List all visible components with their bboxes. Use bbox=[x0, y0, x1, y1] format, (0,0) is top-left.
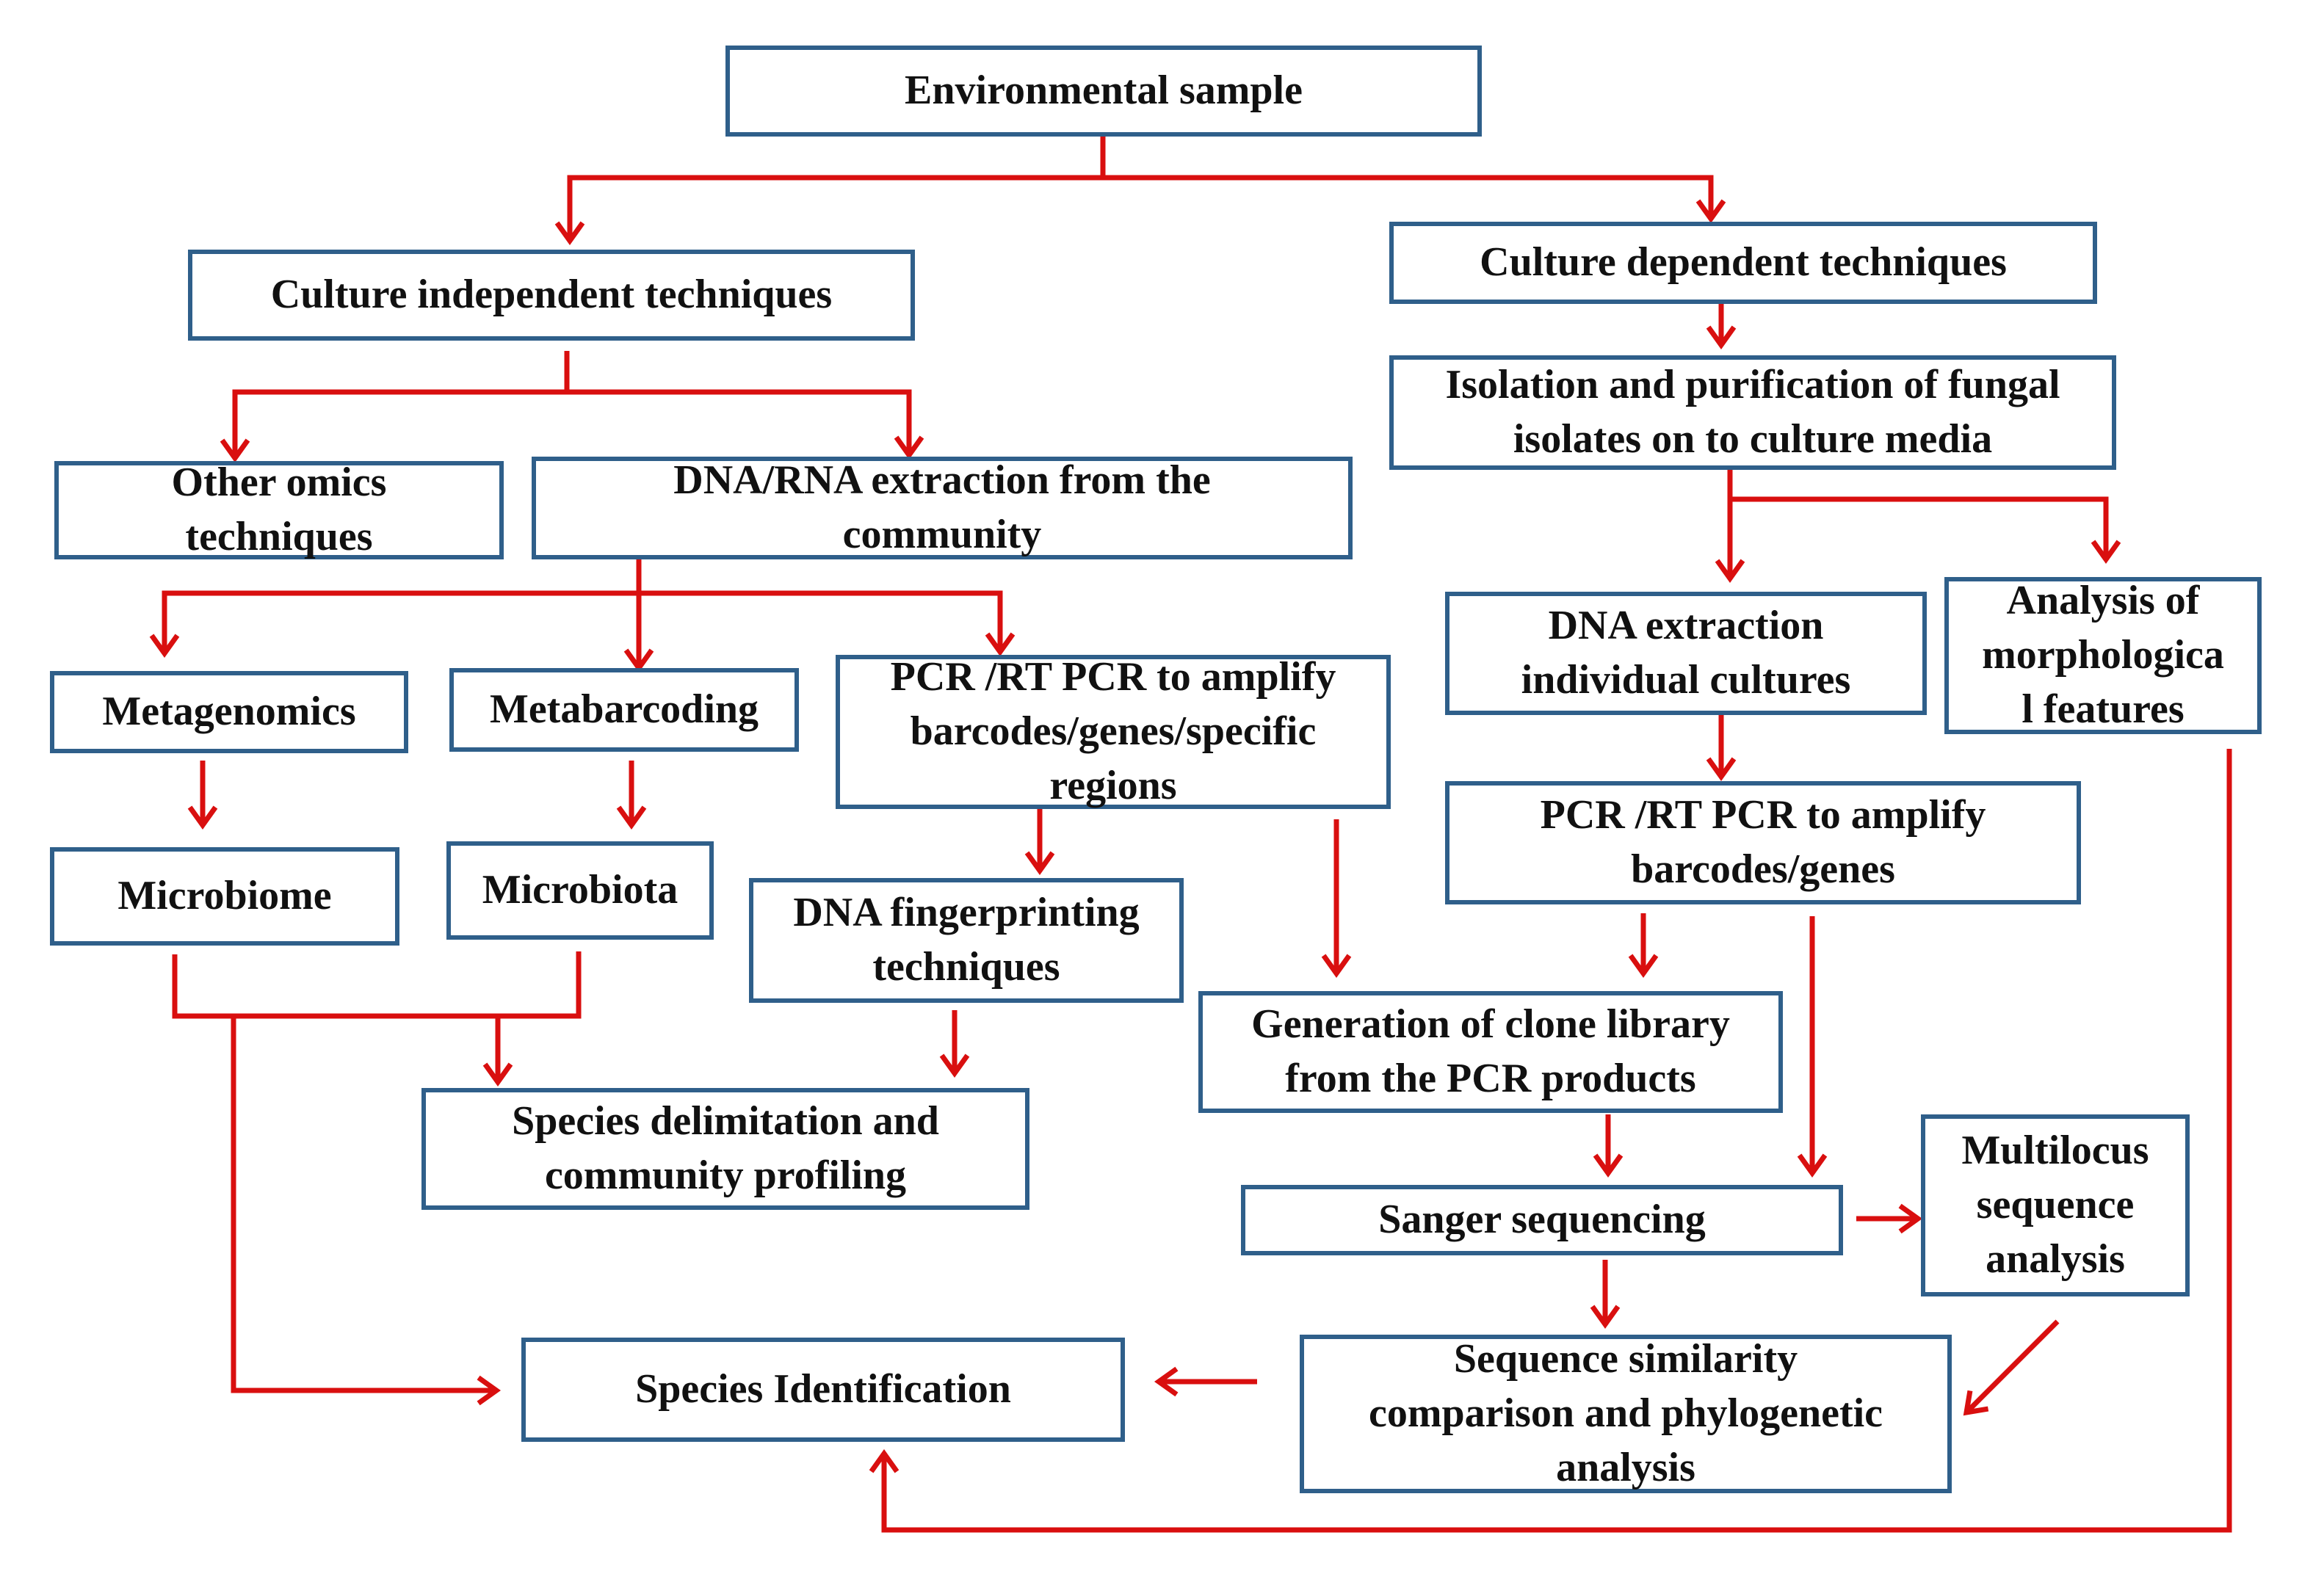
connector-env-split bbox=[567, 137, 1106, 241]
arrowhead-pcr-to-clone-library bbox=[1321, 954, 1352, 979]
node-metagenomics: Metagenomics bbox=[50, 671, 408, 753]
arrowhead-extraction-to-pcr-barcodes bbox=[1706, 757, 1737, 782]
node-dna-extraction-individual: DNA extraction individual cultures bbox=[1445, 592, 1927, 715]
connector-env-to-dependent bbox=[1103, 175, 1714, 219]
arrowhead-independent-to-extraction bbox=[894, 435, 924, 460]
arrowhead-pcr-barcodes-to-sanger bbox=[1797, 1153, 1828, 1178]
arrowhead-sanger-to-multilocus bbox=[1898, 1203, 1923, 1234]
node-similarity-phylogenetic: Sequence similarity comparison and phylo… bbox=[1300, 1335, 1952, 1493]
node-dna-rna-extraction: DNA/RNA extraction from the community bbox=[532, 457, 1353, 559]
arrowhead-isolation-to-morphological bbox=[2091, 540, 2121, 565]
node-other-omics: Other omics techniques bbox=[54, 460, 504, 559]
arrowhead-isolation-split bbox=[1715, 559, 1745, 584]
node-pcr-specific-regions: PCR /RT PCR to amplify barcodes/genes/sp… bbox=[836, 654, 1391, 809]
arrowhead-extraction-to-metagenomics bbox=[149, 634, 180, 659]
arrowhead-env-split bbox=[554, 221, 585, 246]
arrowhead-sanger-to-similarity bbox=[1590, 1305, 1621, 1330]
node-isolation-purification: Isolation and purification of fungal iso… bbox=[1389, 355, 2116, 470]
node-microbiome: Microbiome bbox=[50, 847, 399, 946]
arrowhead-merge-to-delimitation bbox=[482, 1062, 513, 1087]
node-culture-independent: Culture independent techniques bbox=[188, 250, 915, 341]
arrowhead-pcr-barcodes-to-clone bbox=[1628, 954, 1659, 979]
arrowhead-dependent-to-isolation bbox=[1706, 325, 1737, 350]
node-metabarcoding: Metabarcoding bbox=[449, 668, 799, 752]
connector-microbiome-to-identification bbox=[231, 1016, 496, 1393]
connector-extraction-to-pcr bbox=[639, 590, 1003, 652]
connector-independent-to-extraction bbox=[567, 389, 912, 455]
arrowhead-microbiome-to-identification bbox=[477, 1375, 502, 1406]
node-culture-dependent: Culture dependent techniques bbox=[1389, 222, 2097, 304]
node-dna-fingerprinting: DNA fingerprinting techniques bbox=[749, 878, 1184, 1003]
connector-microbiome-down bbox=[172, 951, 582, 1019]
arrowhead-metabarcoding-to-microbiota bbox=[616, 805, 647, 830]
node-sanger-sequencing: Sanger sequencing bbox=[1241, 1185, 1843, 1255]
arrowhead-independent-split bbox=[220, 438, 250, 463]
connector-extraction-to-metagenomics bbox=[162, 559, 642, 653]
node-clone-library: Generation of clone library from the PCR… bbox=[1198, 991, 1783, 1113]
node-species-delimitation: Species delimitation and community profi… bbox=[421, 1088, 1029, 1210]
arrowhead-morphological-to-identification bbox=[869, 1448, 900, 1473]
arrowhead-similarity-to-identification bbox=[1154, 1366, 1179, 1397]
connector-independent-split bbox=[232, 351, 570, 458]
arrowhead-metagenomics-to-microbiome bbox=[187, 805, 218, 830]
arrowhead-fingerprinting-to-delimitation bbox=[939, 1053, 970, 1078]
arrowhead-pcr-to-fingerprinting bbox=[1024, 851, 1055, 876]
node-species-identification: Species Identification bbox=[521, 1338, 1125, 1442]
connector-multilocus-to-similarity bbox=[1964, 1319, 2060, 1415]
node-pcr-barcodes-genes: PCR /RT PCR to amplify barcodes/genes bbox=[1445, 781, 2081, 904]
node-multilocus-analysis: Multilocus sequence analysis bbox=[1921, 1114, 2190, 1296]
node-morphological-features: Analysis of morphologica l features bbox=[1944, 577, 2262, 734]
connector-morphological-to-identification bbox=[881, 749, 2232, 1533]
node-microbiota: Microbiota bbox=[446, 841, 714, 940]
node-environmental-sample: Environmental sample bbox=[725, 46, 1482, 137]
arrowhead-extraction-to-pcr bbox=[985, 632, 1016, 657]
connector-isolation-to-morphological bbox=[1730, 496, 2109, 559]
arrowhead-multilocus-to-similarity bbox=[1963, 1390, 1989, 1416]
arrowhead-clone-to-sanger bbox=[1593, 1153, 1624, 1178]
arrowhead-env-to-dependent bbox=[1695, 199, 1726, 224]
